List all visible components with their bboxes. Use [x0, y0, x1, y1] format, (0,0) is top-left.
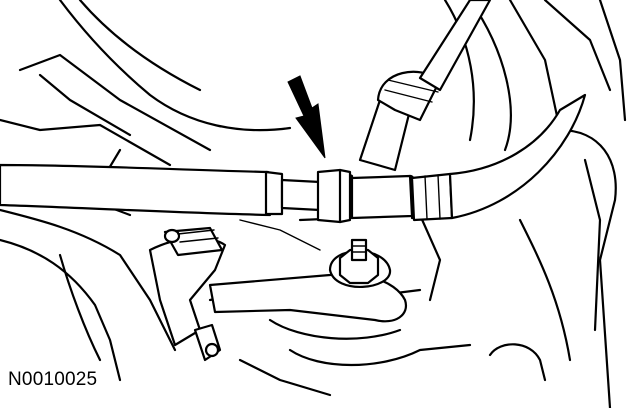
right-hose	[448, 93, 587, 220]
hose-connector	[316, 168, 454, 224]
small-hose-with-clamp	[148, 226, 227, 362]
background-structure	[0, 0, 627, 408]
indicator-arrow	[287, 75, 326, 159]
upper-tube	[358, 0, 492, 172]
bracket-with-nut	[208, 238, 408, 323]
figure-code: N0010025	[8, 369, 98, 390]
left-hose	[0, 163, 322, 217]
